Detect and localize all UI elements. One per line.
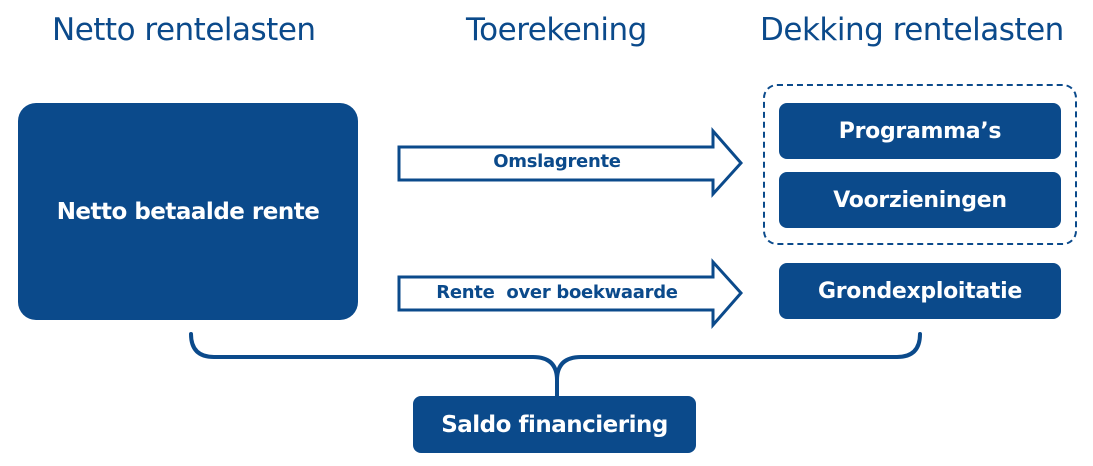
voorzieningen-box: Voorzieningen <box>779 172 1061 228</box>
omslagrente-label: Omslagrente <box>493 151 621 172</box>
omslagrente-arrow <box>397 127 744 198</box>
programmas-label: Programma’s <box>838 118 1002 144</box>
netto-betaalde-rente-box: Netto betaalde rente <box>18 103 358 320</box>
saldo-financiering-label: Saldo financiering <box>441 411 668 438</box>
grondexploitatie-label: Grondexploitatie <box>817 278 1023 304</box>
voorzieningen-label: Voorzieningen <box>833 187 1007 213</box>
header-netto-rentelasten: Netto rentelasten <box>52 12 316 48</box>
programmas-box: Programma’s <box>779 103 1061 159</box>
rente-boekwaarde-arrow <box>397 258 744 329</box>
dekking-group <box>763 84 1077 245</box>
grondexploitatie-box: Grondexploitatie <box>779 263 1061 319</box>
rente-boekwaarde-label: Rente over boekwaarde <box>436 282 678 303</box>
saldo-financiering-box: Saldo financiering <box>413 396 696 453</box>
header-toerekening: Toerekening <box>466 12 647 48</box>
netto-betaalde-rente-label: Netto betaalde rente <box>56 198 320 225</box>
header-dekking-rentelasten: Dekking rentelasten <box>760 12 1064 48</box>
bracket-connector <box>189 332 922 399</box>
